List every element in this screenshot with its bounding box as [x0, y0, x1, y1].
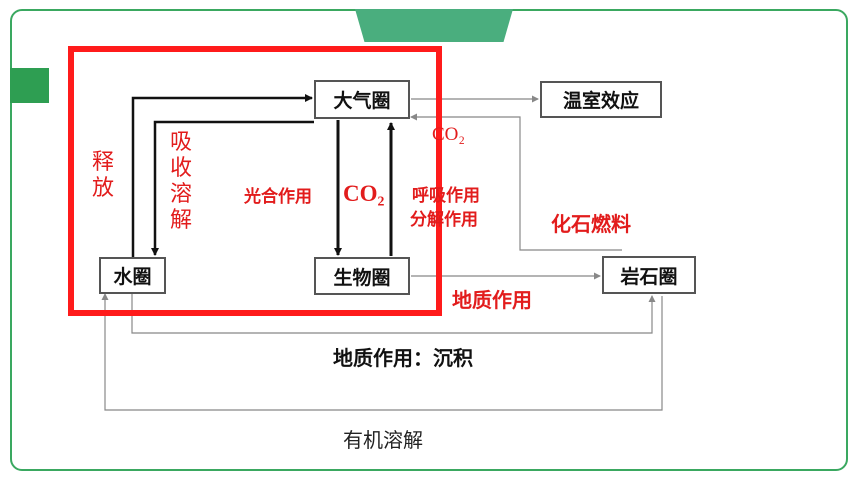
label-geological: 地质作用: [452, 288, 532, 312]
label-co2-right: CO₂: [432, 124, 466, 145]
side-marker-decoration: [10, 68, 49, 103]
label-photosynthesis: 光合作用: [244, 187, 312, 207]
label-decomposition: 分解作用: [410, 210, 478, 230]
label-release: 释放: [91, 150, 114, 201]
label-organic-dissolve: 有机溶解: [343, 428, 423, 452]
arrow-release: [131, 94, 313, 258]
arrow-fossil-fuel: [410, 113, 622, 251]
node-lithosphere: 岩石圈: [602, 256, 696, 294]
node-biosphere: 生物圈: [314, 257, 410, 295]
highlight-box: [68, 46, 442, 316]
arrow-absorb: [151, 120, 314, 256]
label-fossil-fuel: 化石燃料: [551, 212, 631, 236]
label-absorb-dissolve: 吸收溶解: [169, 130, 192, 233]
label-co2-center: CO₂: [343, 181, 385, 206]
node-hydrosphere: 水圈: [99, 257, 166, 294]
node-atmosphere: 大气圈: [314, 80, 410, 119]
label-geological-sediment: 地质作用：沉积: [333, 346, 473, 370]
header-tab-decoration: [355, 9, 513, 42]
node-greenhouse: 温室效应: [540, 81, 662, 118]
label-respiration: 呼吸作用: [412, 186, 480, 206]
arrow-organic-dissolve: [101, 293, 663, 411]
